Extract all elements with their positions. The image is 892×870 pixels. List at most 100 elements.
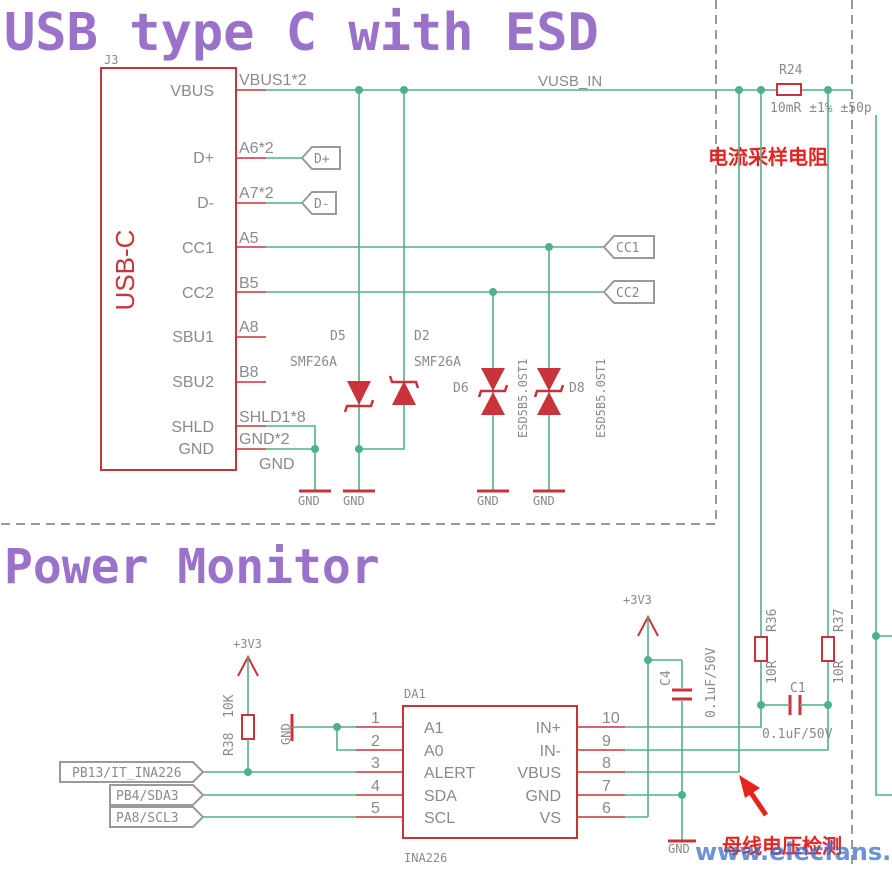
svg-text:PB13/IT_INA226: PB13/IT_INA226 [72, 766, 182, 781]
ic-right-pins: 10 9 8 7 6 IN+ IN- VBUS GND VS [517, 710, 625, 827]
svg-text:0.1uF/50V: 0.1uF/50V [762, 727, 833, 742]
svg-text:D8: D8 [569, 381, 585, 396]
svg-text:0.1uF/50V: 0.1uF/50V [704, 647, 719, 718]
connector-gnd-label: GND [259, 456, 295, 473]
svg-text:GND: GND [668, 842, 690, 856]
pad-gnd: GND*2 [239, 431, 290, 448]
svg-text:CC2: CC2 [616, 286, 639, 301]
ic-part: INA226 [404, 851, 447, 865]
net-flag-dm: D- [300, 191, 337, 215]
diode-d2: D2 SMF26A [388, 329, 461, 405]
resistor-r37: R37 10R [821, 609, 847, 684]
svg-text:GND: GND [343, 494, 365, 508]
svg-text:5: 5 [371, 800, 380, 817]
connector-name: USB-C [110, 230, 140, 311]
svg-text:A1: A1 [424, 720, 444, 737]
svg-text:10R: 10R [765, 660, 780, 684]
svg-text:C1: C1 [790, 681, 806, 696]
pin-gnd-name: GND [178, 441, 214, 458]
svg-text:SMF26A: SMF26A [414, 355, 461, 370]
svg-text:VS: VS [540, 810, 561, 827]
svg-text:+3V3: +3V3 [233, 637, 262, 651]
svg-text:SCL: SCL [424, 810, 455, 827]
connector-ref: J3 [104, 53, 118, 67]
capacitor-c1: C1 0.1uF/50V [762, 681, 833, 742]
pin-vbus-name: VBUS [170, 83, 214, 100]
resistor-r24: R24 10mR ±1% ±50p [770, 63, 872, 116]
bus-voltage-annotation: 母线电压检测 [722, 834, 842, 858]
pad-vbus: VBUS1*2 [239, 72, 307, 89]
svg-text:IN-: IN- [540, 743, 561, 760]
capacitor-c4: C4 0.1uF/50V GND [648, 647, 719, 856]
pin-sbu1-name: SBU1 [172, 329, 214, 346]
power-3v3-right: +3V3 [623, 593, 659, 817]
svg-text:D6: D6 [453, 381, 469, 396]
mcu-net-scl: PA8/SCL3 [109, 806, 205, 828]
pad-dm: A7*2 [239, 185, 274, 202]
svg-text:D-: D- [314, 197, 330, 212]
shunt-annotation: 电流采样电阻 [708, 145, 828, 169]
svg-text:A0: A0 [424, 743, 444, 760]
svg-text:1: 1 [371, 710, 380, 727]
svg-text:R37: R37 [832, 609, 847, 632]
vusb-net-label: VUSB_IN [538, 73, 602, 90]
sense-wires [625, 90, 892, 796]
svg-text:+3V3: +3V3 [623, 593, 652, 607]
pin-dp-name: D+ [193, 150, 214, 167]
svg-text:C4: C4 [659, 670, 674, 686]
svg-text:CC1: CC1 [616, 241, 639, 256]
connector-pins: VBUS D+ D- CC1 CC2 SBU1 SBU2 SHLD GND VB… [170, 72, 306, 458]
net-flag-cc1: CC1 [602, 235, 655, 259]
svg-text:9: 9 [602, 733, 611, 750]
svg-text:6: 6 [602, 800, 611, 817]
svg-text:GND: GND [298, 494, 320, 508]
gnd-symbols-usb: GND GND GND GND [298, 489, 565, 508]
svg-text:D+: D+ [314, 152, 330, 167]
svg-text:3: 3 [371, 755, 380, 772]
pad-shld: SHLD1*8 [239, 409, 306, 426]
svg-text:GND: GND [279, 723, 293, 745]
resistor-r36: R36 10R [754, 609, 780, 684]
net-flag-cc2: CC2 [602, 280, 655, 304]
diode-d5: D5 SMF26A [290, 329, 375, 413]
svg-text:10: 10 [602, 710, 620, 727]
svg-text:GND: GND [533, 494, 555, 508]
svg-text:10mR ±1% ±50p: 10mR ±1% ±50p [770, 101, 872, 116]
svg-text:R24: R24 [779, 63, 803, 78]
svg-text:PA8/SCL3: PA8/SCL3 [116, 811, 179, 826]
bus-voltage-arrow [739, 775, 769, 817]
pin-shld-name: SHLD [171, 419, 214, 436]
svg-text:ESD5B5.0ST1: ESD5B5.0ST1 [594, 359, 608, 438]
ic-left-pins: 1 2 3 4 5 A1 A0 ALERT SDA SCL [356, 710, 476, 827]
pin-sbu2-name: SBU2 [172, 374, 214, 391]
mcu-net-alert: PB13/IT_INA226 [59, 761, 205, 783]
ic-left-wiring: GND +3V3 R38 10K [192, 637, 356, 818]
pad-sbu2: B8 [239, 364, 259, 381]
net-flag-dp: D+ [300, 146, 341, 170]
ic-ref: DA1 [404, 687, 426, 701]
svg-text:GND: GND [477, 494, 499, 508]
watermark: www.elecfans.com [695, 838, 892, 866]
svg-text:10R: 10R [832, 660, 847, 684]
svg-text:4: 4 [371, 778, 380, 795]
usb-c-connector-body [100, 67, 237, 471]
pin-cc1-name: CC1 [182, 240, 214, 257]
svg-text:PB4/SDA3: PB4/SDA3 [116, 789, 179, 804]
svg-text:SMF26A: SMF26A [290, 355, 337, 370]
svg-text:D5: D5 [330, 329, 346, 344]
svg-text:10K: 10K [222, 694, 237, 718]
pad-sbu1: A8 [239, 319, 259, 336]
svg-text:GND: GND [525, 788, 561, 805]
diode-d8: D8 ESD5B5.0ST1 [533, 359, 608, 438]
svg-text:SDA: SDA [424, 788, 457, 805]
usb-section-title: USB type C with ESD [4, 3, 599, 63]
mcu-net-sda: PB4/SDA3 [109, 784, 205, 806]
ic-right-wires [625, 794, 682, 818]
pin-dm-name: D- [197, 195, 214, 212]
svg-text:ALERT: ALERT [424, 765, 476, 782]
usb-junctions [311, 86, 832, 453]
svg-text:7: 7 [602, 778, 611, 795]
sense-junctions [757, 632, 880, 709]
svg-text:R36: R36 [765, 609, 780, 632]
